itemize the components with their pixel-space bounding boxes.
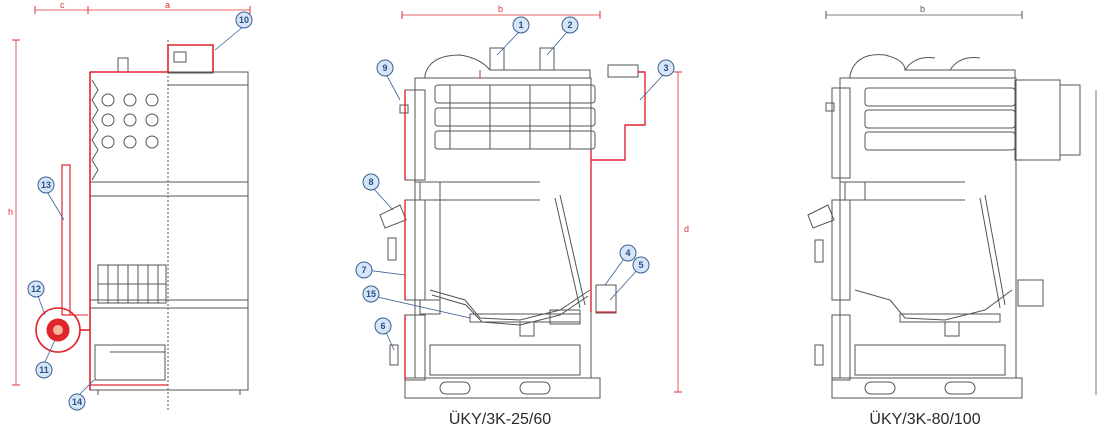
side-view-drawing (12, 6, 251, 412)
caption-model-25-60: ÜKY/3K-25/60 (449, 410, 551, 428)
front-section-view-25-60 (379, 11, 682, 399)
callout-13-label: 13 (41, 180, 51, 190)
callout-15 (362, 285, 380, 303)
dimension-label-h: h (8, 207, 13, 217)
callout-7 (355, 261, 373, 279)
dimension-label-d: d (684, 224, 689, 234)
dimension-label-b-right: b (920, 4, 925, 14)
callout-9-label: 9 (382, 63, 387, 73)
dimension-label-a: a (165, 0, 170, 10)
callout-12-label: 12 (31, 284, 41, 294)
callout-8-label: 8 (368, 177, 373, 187)
callout-14-label: 14 (72, 397, 82, 407)
dimension-label-c: c (60, 0, 65, 10)
callout-6-label: 6 (380, 321, 385, 331)
callout-3-label: 3 (663, 63, 668, 73)
callout-10-label: 10 (239, 15, 249, 25)
callout-5-label: 5 (638, 260, 643, 270)
callout-11 (35, 361, 53, 379)
callout-11-label: 11 (39, 365, 49, 375)
callout-4-label: 4 (625, 248, 630, 258)
callout-13 (37, 176, 55, 194)
callout-5 (632, 256, 650, 274)
callout-1-label: 1 (518, 20, 523, 30)
callout-14 (68, 393, 86, 411)
callout-4 (619, 244, 637, 262)
callout-12 (27, 280, 45, 298)
caption-model-80-100: ÜKY/3K-80/100 (869, 410, 980, 428)
front-section-view-80-100 (807, 11, 1097, 399)
callout-markers: 10 13 12 11 14 1 2 3 9 8 7 15 6 4 5 (27, 11, 675, 411)
callout-10 (235, 11, 253, 29)
callout-9 (376, 59, 394, 77)
callout-6 (374, 317, 392, 335)
callout-8 (362, 173, 380, 191)
callout-7-label: 7 (361, 265, 366, 275)
callout-3 (657, 59, 675, 77)
callout-15-label: 15 (366, 289, 376, 299)
callout-2 (561, 16, 579, 34)
dimension-label-b-middle: b (498, 4, 503, 14)
callout-2-label: 2 (567, 20, 572, 30)
callout-1 (512, 16, 530, 34)
